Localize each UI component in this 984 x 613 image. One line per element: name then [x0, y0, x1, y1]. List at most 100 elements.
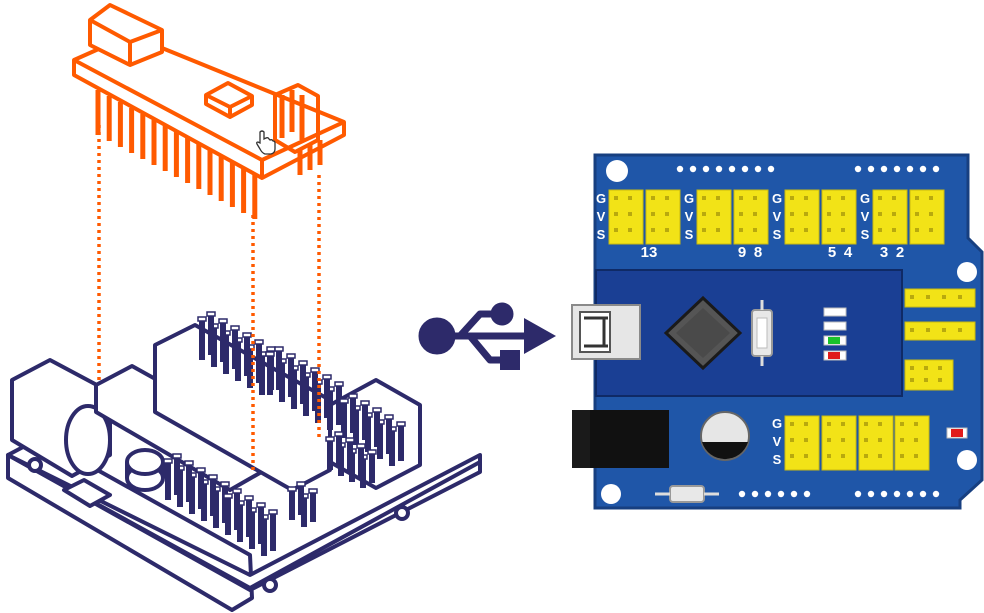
gvs-group: G V S: [860, 191, 870, 242]
header-pin: [244, 336, 250, 376]
pin-number-label: 4: [844, 244, 853, 261]
dc-power-jack: [572, 410, 669, 468]
top-gvs-labels: G V S G V S G V S G V S: [596, 191, 870, 242]
pin-number-label: 9: [738, 244, 746, 261]
header-pin: [312, 371, 318, 411]
nano-board: [571, 269, 903, 397]
pin-number-label: 8: [754, 244, 762, 261]
header-pin: [398, 425, 404, 461]
header-pin: [270, 513, 276, 551]
header-block: [733, 189, 769, 245]
header-pin: [225, 497, 231, 535]
mounting-hole: [601, 484, 621, 504]
pin-hole: [777, 490, 785, 498]
header-pin: [327, 440, 333, 470]
pin-hole: [893, 165, 901, 173]
status-leds: [823, 307, 847, 361]
header-pin: [386, 418, 392, 454]
led-white: [823, 321, 847, 331]
alignment-guides: [97, 125, 321, 470]
capacitor: [700, 411, 750, 461]
bottom-gvs-labels: G V S: [772, 416, 782, 467]
header-pin: [256, 343, 262, 383]
header-block: [821, 189, 857, 245]
pin-hole: [880, 165, 888, 173]
header-pin: [174, 457, 180, 495]
pin-hole: [919, 490, 927, 498]
pin-hole: [919, 165, 927, 173]
header-block: [872, 189, 908, 245]
header-pin: [324, 378, 330, 418]
slide-switch: [655, 485, 719, 503]
mounting-hole: [606, 160, 628, 182]
header-pin: [336, 435, 342, 465]
gvs-label: S: [861, 227, 870, 242]
pin-hole: [738, 490, 746, 498]
header-pin: [208, 315, 214, 355]
gvs-group: G V S: [772, 191, 782, 242]
pin-hole: [906, 165, 914, 173]
pin-hole: [764, 490, 772, 498]
gvs-label: G: [684, 191, 694, 206]
led-white: [823, 307, 847, 317]
pin-hole: [751, 490, 759, 498]
header-pin: [267, 355, 273, 395]
header-pin: [298, 485, 304, 515]
pin-hole: [790, 490, 798, 498]
pin-hole: [893, 490, 901, 498]
gvs-group: G V S: [596, 191, 606, 242]
header-pin: [232, 329, 238, 369]
nano-module-top-pins: [279, 90, 305, 140]
bottom-servo-headers: [784, 415, 930, 471]
header-pin: [341, 402, 347, 438]
header-pin: [336, 385, 342, 425]
header-block: [821, 415, 857, 471]
pin-hole: [880, 490, 888, 498]
mounting-hole: [957, 262, 977, 282]
header-pin: [198, 471, 204, 509]
gvs-label: V: [773, 434, 782, 449]
header-pin: [310, 492, 316, 522]
nano-module-pins: [95, 90, 323, 219]
gvs-label: S: [773, 227, 782, 242]
pin-hole: [728, 165, 736, 173]
base-board-illustration: [6, 323, 482, 612]
gvs-label: G: [596, 191, 606, 206]
gvs-label: S: [773, 452, 782, 467]
header-pin: [220, 322, 226, 362]
header-pin: [276, 350, 282, 390]
pin-hole: [767, 165, 775, 173]
header-block: [904, 359, 954, 391]
pin-number-label: 3: [880, 244, 888, 261]
pin-number-label: 5: [828, 244, 836, 261]
pin-hole: [715, 165, 723, 173]
header-pin: [369, 453, 375, 483]
header-pin: [210, 478, 216, 516]
pin-number-labels: 13 9 8 5 4 3 2: [641, 244, 905, 261]
gvs-label: S: [597, 227, 606, 242]
pin-hole: [803, 490, 811, 498]
header-pin: [234, 492, 240, 530]
nano-module-illustration: [72, 3, 346, 180]
pin-hole: [867, 490, 875, 498]
gvs-label: G: [772, 191, 782, 206]
pin-hole: [854, 165, 862, 173]
header-block: [909, 189, 945, 245]
gvs-label: V: [597, 209, 606, 224]
pin-hole: [754, 165, 762, 173]
pin-hole: [906, 490, 914, 498]
header-block: [858, 415, 894, 471]
header-block: [904, 288, 976, 308]
gvs-label: V: [685, 209, 694, 224]
gvs-label: G: [860, 191, 870, 206]
header-pin: [288, 357, 294, 397]
header-pin: [374, 411, 380, 447]
pin-hole: [676, 165, 684, 173]
header-block: [894, 415, 930, 471]
pin-hole: [932, 490, 940, 498]
header-block: [608, 189, 644, 245]
header-pin: [199, 320, 205, 360]
header-pin: [246, 499, 252, 537]
gvs-label: V: [861, 209, 870, 224]
